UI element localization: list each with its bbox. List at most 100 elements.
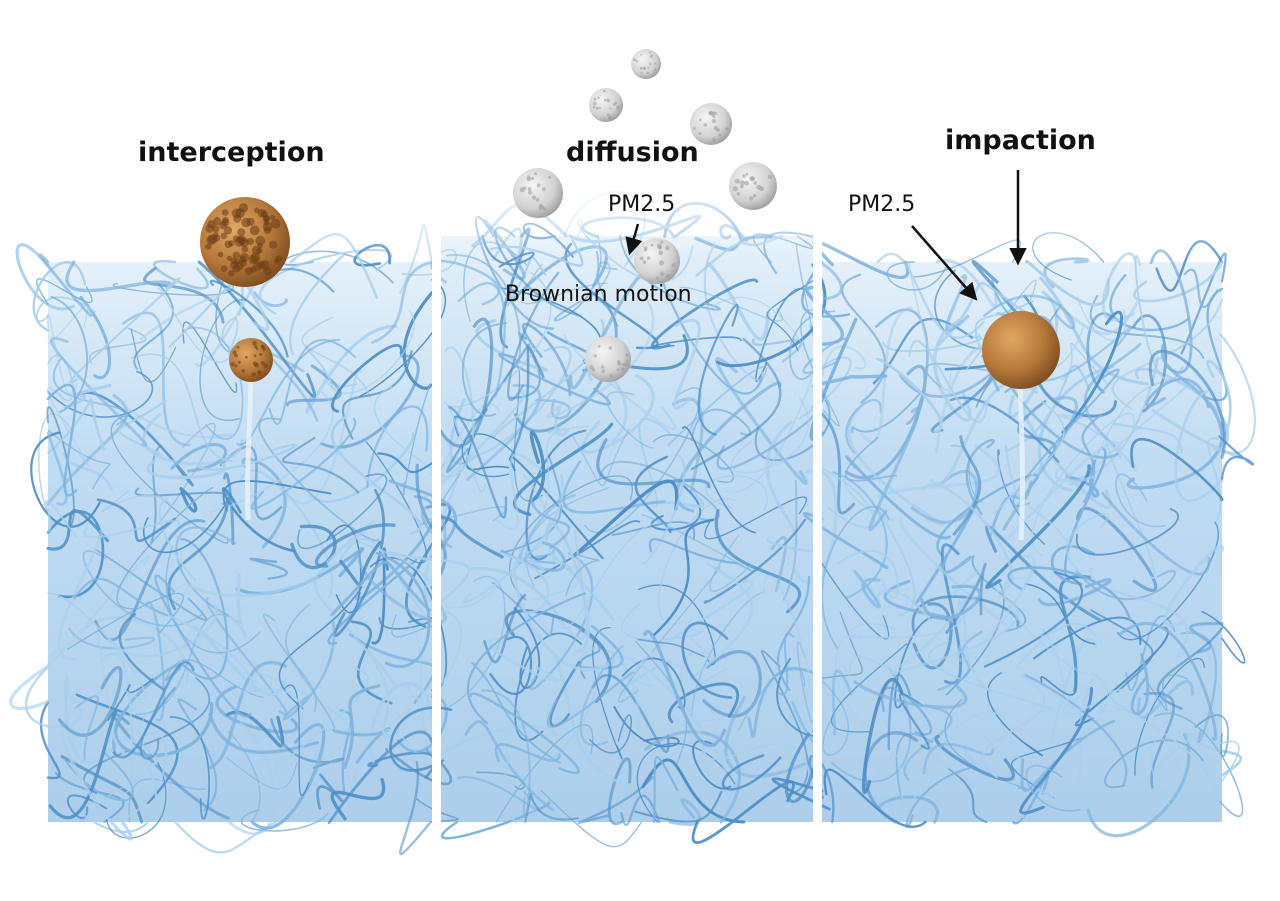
fiber (820, 374, 888, 386)
texture-dot (597, 96, 600, 100)
fiber (154, 574, 252, 718)
fiber (165, 545, 261, 654)
fiber (934, 734, 1015, 782)
fiber (1104, 739, 1204, 789)
texture-dot (608, 116, 613, 120)
fiber (226, 757, 298, 790)
texture-dot (269, 240, 278, 249)
fiber (899, 692, 930, 750)
fiber (313, 559, 399, 690)
fiber (1024, 674, 1128, 786)
texture-dot (541, 187, 547, 192)
texture-dot (665, 245, 670, 251)
fiber (47, 429, 111, 490)
fiber (1119, 622, 1218, 742)
divider-left (432, 180, 441, 830)
fiber (945, 273, 970, 333)
texture-dot (270, 218, 281, 229)
texture-dot (666, 274, 671, 279)
texture-dot (639, 256, 644, 261)
fiber (69, 277, 181, 384)
fiber (821, 505, 890, 649)
fiber (30, 431, 101, 528)
texture-dot (217, 251, 224, 258)
fiber (982, 294, 1076, 330)
texture-dot (609, 373, 613, 378)
texture-dot (237, 360, 241, 364)
texture-dot (212, 225, 220, 233)
fiber (389, 706, 453, 772)
fiber (152, 583, 189, 625)
fiber (36, 278, 93, 305)
fiber (1042, 628, 1095, 711)
fiber (340, 537, 434, 624)
fiber (589, 714, 632, 754)
texture-dot (640, 53, 643, 56)
fiber (304, 346, 358, 390)
fiber (65, 260, 171, 293)
title-diffusion: diffusion (566, 137, 699, 168)
texture-dot (756, 184, 762, 190)
texture-dot (253, 354, 257, 358)
fiber (652, 518, 715, 637)
fiber (447, 404, 487, 493)
fiber (39, 701, 61, 780)
fiber (180, 537, 229, 680)
fiber (1154, 712, 1244, 818)
texture-dot (257, 370, 262, 375)
fiber (1126, 421, 1225, 490)
fiber (9, 664, 54, 711)
fiber (1065, 512, 1110, 575)
fiber (1089, 567, 1189, 659)
fiber (1145, 377, 1210, 409)
fiber (981, 674, 1046, 779)
fiber (551, 556, 615, 621)
fiber (489, 635, 533, 695)
texture-dot (262, 347, 266, 351)
texture-dot (236, 346, 240, 349)
texture-dot (616, 368, 620, 371)
fiber (438, 317, 494, 448)
fiber (249, 557, 288, 580)
impacted-particle (982, 311, 1060, 389)
grey-particle (585, 336, 631, 382)
texture-dot (753, 181, 757, 185)
fiber (250, 723, 326, 830)
fiber (223, 472, 235, 545)
fiber (558, 529, 588, 640)
fiber (319, 354, 420, 449)
texture-dot (263, 363, 268, 368)
fiber (1015, 595, 1083, 670)
fibers (9, 190, 1256, 856)
title-interception: interception (138, 137, 325, 168)
grey-particle (513, 168, 563, 218)
fiber (316, 773, 344, 810)
texture-dot (646, 71, 649, 75)
texture-dot (223, 226, 233, 235)
large-particle-texture (205, 203, 283, 277)
fiber (1101, 491, 1211, 576)
fiber (521, 322, 572, 397)
fiber (222, 721, 276, 836)
texture-dot (616, 105, 620, 110)
texture-dot (708, 111, 713, 116)
fiber (504, 609, 612, 703)
texture-dot (767, 174, 772, 180)
fiber (706, 261, 770, 341)
fiber (1174, 390, 1224, 502)
impact-trail (1017, 384, 1026, 541)
fiber (46, 406, 75, 530)
texture-dot (591, 368, 596, 372)
fiber (440, 801, 551, 840)
fiber (1011, 770, 1051, 825)
fiber (1007, 566, 1132, 620)
texture-dot (234, 236, 245, 247)
fiber (96, 498, 176, 543)
fiber (209, 279, 289, 358)
captured-particle-texture (230, 340, 268, 377)
fiber (462, 474, 564, 604)
fiber (738, 666, 806, 731)
fiber (952, 435, 982, 536)
texture-dot (659, 260, 665, 266)
fiber (1011, 737, 1083, 799)
